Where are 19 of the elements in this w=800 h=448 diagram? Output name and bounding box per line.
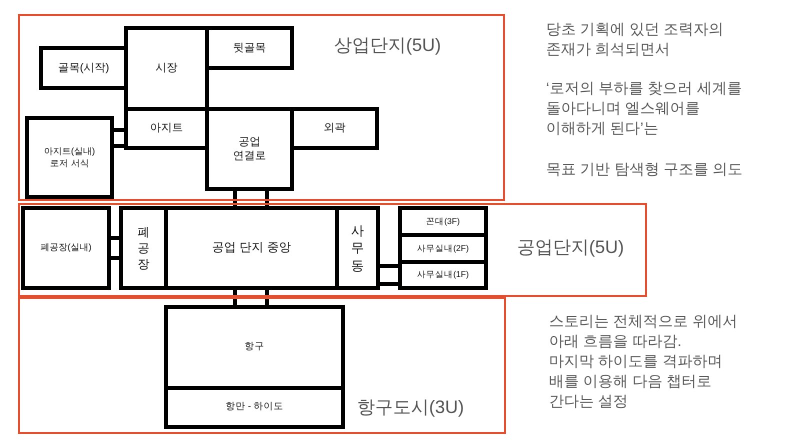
note-text: 목표 기반 탐색형 구조를 의도 [546,160,743,180]
room: 폐공장(실내) [21,206,111,290]
zone-title: 항구도시(3U) [357,396,464,418]
zone-frame [18,14,505,201]
zone-title: 상업단지(5U) [334,34,441,56]
corridor [109,236,121,260]
note-text: 스토리는 전체적으로 위에서 아래 흐름을 따라감. [549,312,738,352]
room: 아지트(실내) 로저 서식 [25,116,114,199]
room: 공업 연결로 [205,107,294,191]
corridor [112,128,126,148]
corridor [233,288,269,307]
zone-frame [18,203,647,297]
note-text: ‘로저의 부하를 찾으러 세계를 돌아다니며 엘스웨어를 이해하게 된다’는 [546,79,742,139]
zone-frame [18,297,506,434]
note-text: 마지막 하이도를 격파하며 배를 이용해 다음 챕터로 간다는 설정 [549,352,722,412]
zone-title: 공업단지(5U) [517,236,624,258]
corridor [378,264,400,286]
note-text: 당초 기획에 있던 조력자의 존재가 희석되면서 [546,20,724,60]
corridor [233,189,269,208]
